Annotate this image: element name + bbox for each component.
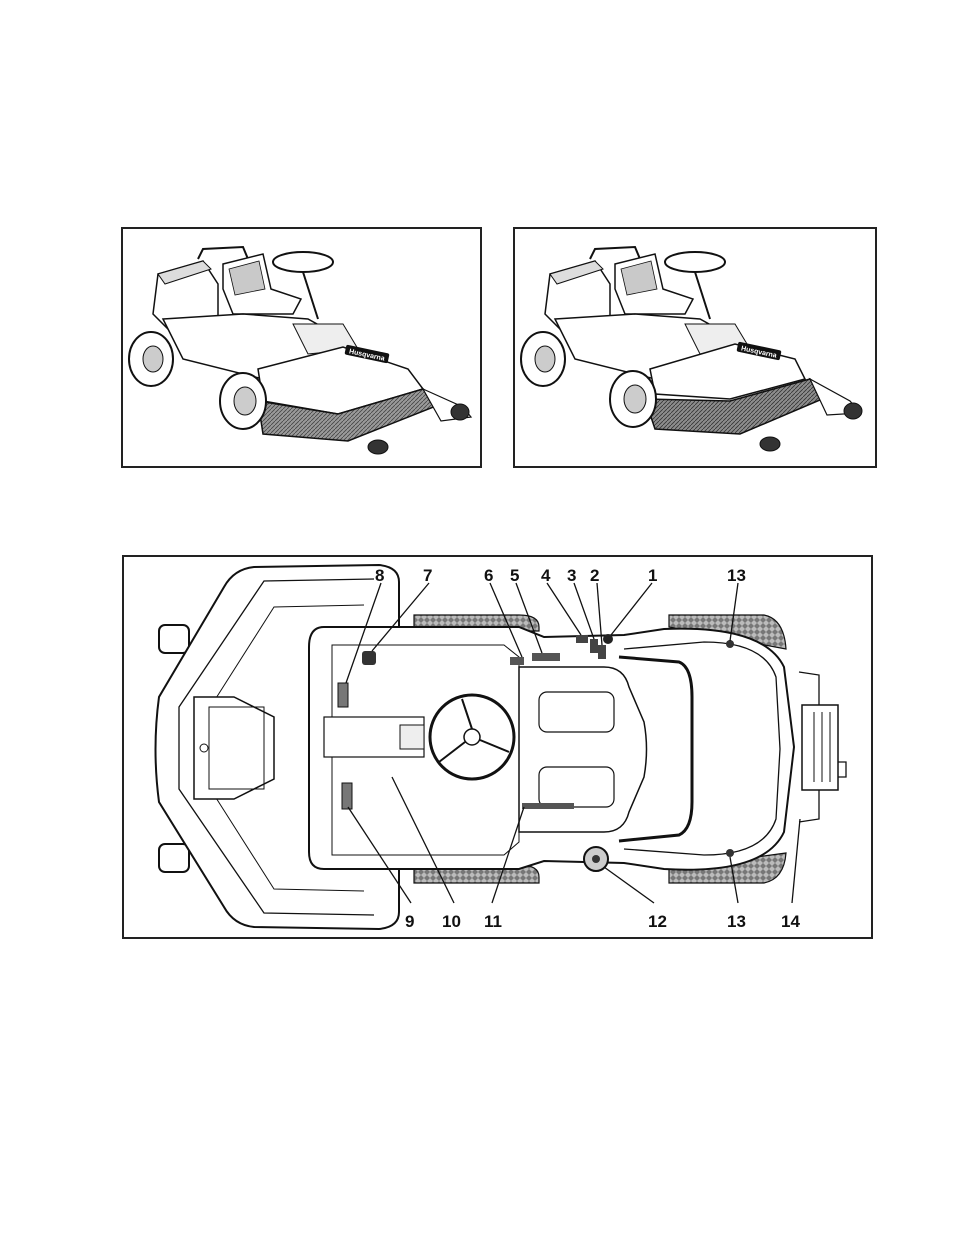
callout-5: 5 — [510, 566, 519, 585]
callout-11: 11 — [484, 912, 502, 931]
callout-10: 10 — [442, 912, 461, 931]
callout-2: 2 — [590, 566, 599, 585]
mower-perspective-figure-right: Husqvarna — [513, 227, 877, 468]
deck-wheel — [368, 440, 388, 454]
front-caster-wheel — [159, 844, 189, 872]
mower-perspective-figure-left: Husqvarna — [121, 227, 482, 468]
top-view-drawing: 8 7 6 5 4 3 2 1 13 9 10 11 12 13 14 — [124, 557, 871, 937]
callout-13-top: 13 — [727, 566, 746, 585]
control-5 — [532, 653, 560, 661]
control-3 — [590, 639, 598, 653]
callout-3: 3 — [567, 566, 576, 585]
control-4 — [576, 635, 588, 643]
rear-grille — [802, 705, 838, 790]
front-caster-wheel — [159, 625, 189, 653]
callout-6: 6 — [484, 566, 493, 585]
deck-wheel — [844, 403, 862, 419]
deck-wheel — [451, 404, 469, 420]
tyre-valve-13 — [726, 849, 734, 857]
callout-14: 14 — [781, 912, 800, 931]
mower-perspective-drawing: Husqvarna — [515, 229, 875, 466]
control-7 — [362, 651, 376, 665]
callout-12: 12 — [648, 912, 667, 931]
callout-1: 1 — [648, 566, 657, 585]
callout-8: 8 — [375, 566, 384, 585]
control-6 — [510, 657, 524, 665]
mower-perspective-drawing: Husqvarna — [123, 229, 480, 466]
steering-wheel — [665, 252, 725, 272]
callout-4: 4 — [541, 566, 551, 585]
control-1 — [603, 634, 613, 644]
control-8 — [338, 683, 348, 707]
mower-top-view-figure: 8 7 6 5 4 3 2 1 13 9 10 11 12 13 14 — [122, 555, 873, 939]
callout-13-bottom: 13 — [727, 912, 746, 931]
callout-7: 7 — [423, 566, 432, 585]
control-9 — [342, 783, 352, 809]
control-2 — [598, 645, 606, 659]
tyre-valve-13 — [726, 640, 734, 648]
control-11 — [522, 803, 574, 809]
deck-wheel — [760, 437, 780, 451]
callout-9: 9 — [405, 912, 414, 931]
front-hood — [194, 697, 274, 799]
steering-wheel — [273, 252, 333, 272]
